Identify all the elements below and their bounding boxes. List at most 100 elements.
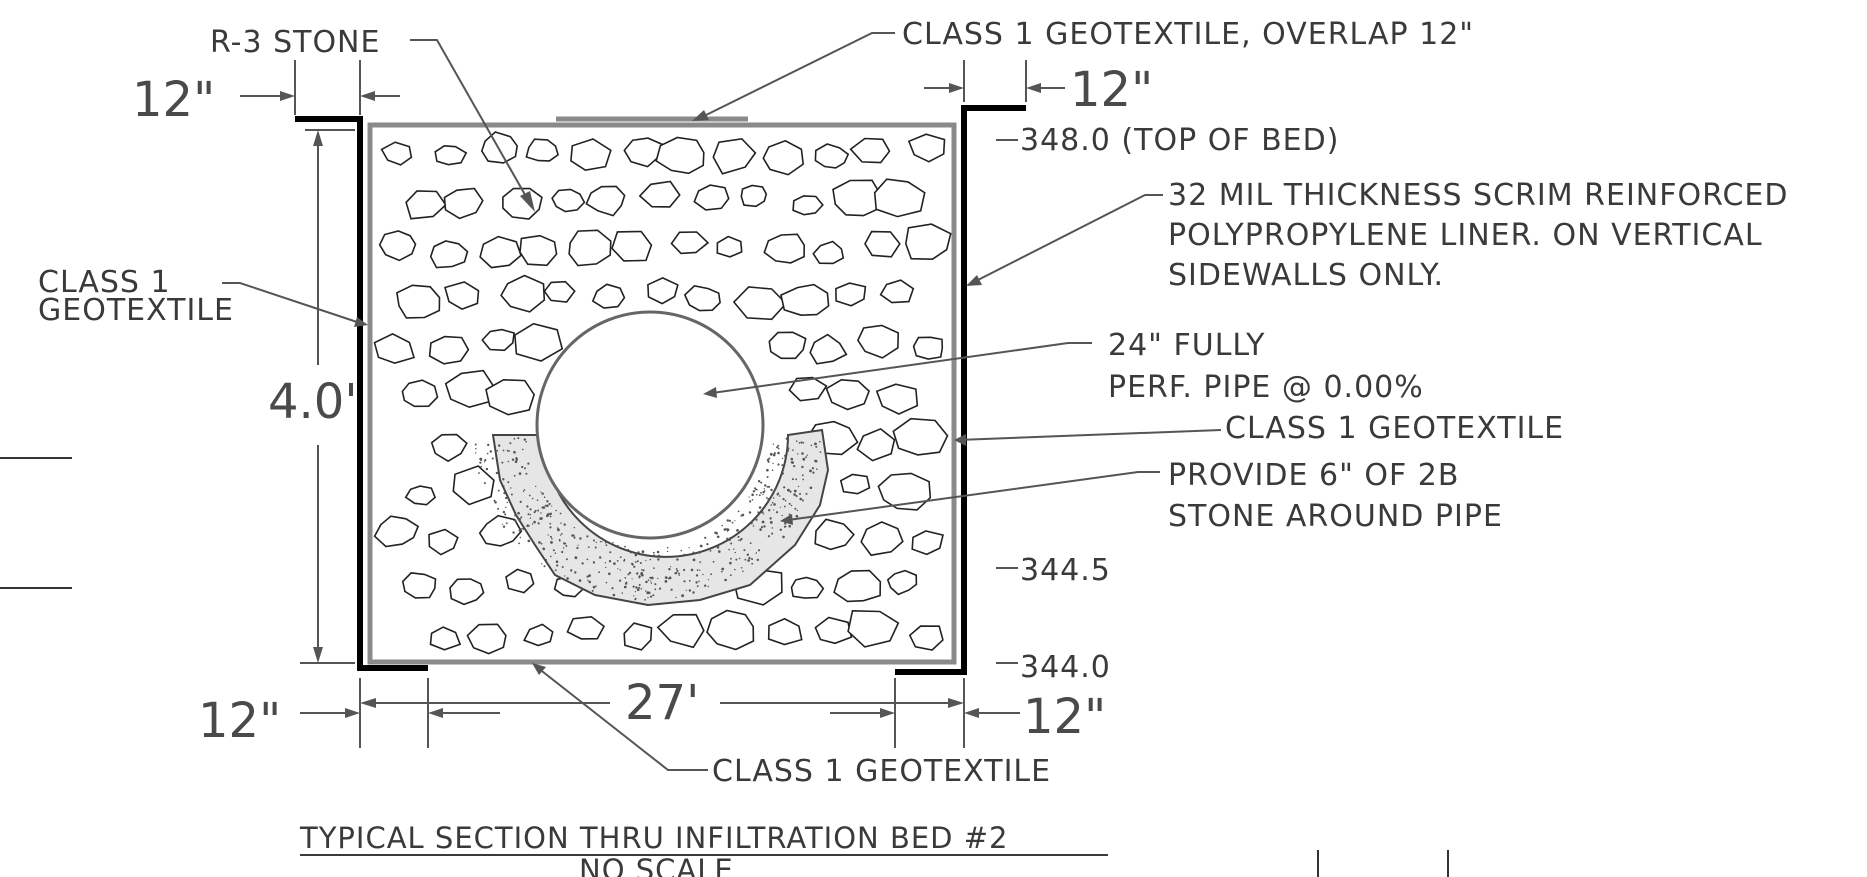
stone-speck xyxy=(767,485,771,488)
stone-speck xyxy=(541,563,543,565)
stone-speck xyxy=(737,539,740,541)
stone-speck xyxy=(518,472,522,475)
stone-speck xyxy=(515,457,517,460)
stone xyxy=(873,178,926,218)
stone-speck xyxy=(549,526,552,529)
stone-speck xyxy=(751,493,754,497)
dim-bottom-left: 12" xyxy=(198,693,281,749)
stone-speck xyxy=(487,443,490,447)
stone-speck xyxy=(591,589,594,592)
stone-speck xyxy=(510,493,513,496)
stone xyxy=(904,223,952,261)
stone xyxy=(647,277,679,305)
stone-speck xyxy=(728,539,731,542)
stone xyxy=(670,231,710,255)
label-stone-line-1: PROVIDE 6" OF 2B xyxy=(1168,458,1459,493)
stone-speck xyxy=(494,501,497,504)
stone-speck xyxy=(623,585,627,589)
stone-speck xyxy=(740,514,743,517)
stone-speck xyxy=(550,535,552,538)
stone-speck xyxy=(475,452,477,454)
stone-speck xyxy=(550,541,553,544)
stone-speck xyxy=(523,438,526,441)
stone-speck xyxy=(624,582,628,585)
stone xyxy=(466,623,507,655)
stone-speck xyxy=(786,447,790,450)
stone-speck xyxy=(738,557,741,560)
stone-speck xyxy=(630,552,632,554)
stone-speck xyxy=(801,452,804,455)
stone-speck xyxy=(743,549,746,552)
stone-speck xyxy=(636,560,639,563)
stone xyxy=(716,235,743,258)
stone-speck xyxy=(768,509,771,512)
stone-speck xyxy=(698,550,701,554)
stone-speck xyxy=(652,554,656,557)
stone-speck xyxy=(538,541,541,544)
stone-speck xyxy=(726,519,729,522)
stone-speck xyxy=(751,558,753,561)
stone xyxy=(638,180,681,208)
stone-speck xyxy=(594,546,597,549)
stone-speck xyxy=(501,523,504,525)
stone-speck xyxy=(479,457,483,461)
stone-speck xyxy=(656,550,660,554)
stone-speck xyxy=(742,570,744,573)
stone-speck xyxy=(573,526,576,529)
stone-speck xyxy=(728,548,730,551)
stone xyxy=(500,274,546,313)
stone-speck xyxy=(754,487,756,490)
stone-speck xyxy=(628,571,632,575)
stone-speck xyxy=(546,504,549,508)
stone-speck xyxy=(624,577,627,579)
stone-speck xyxy=(566,577,569,580)
stone-speck xyxy=(652,594,655,597)
stone-speck xyxy=(529,513,532,516)
stone-speck xyxy=(634,591,637,593)
stone-speck xyxy=(557,528,560,532)
stone-speck xyxy=(815,445,818,448)
stone-speck xyxy=(676,569,679,572)
stone-speck xyxy=(667,578,670,580)
stone xyxy=(849,137,891,164)
stone-speck xyxy=(586,558,589,561)
stone xyxy=(908,625,944,651)
stone-speck xyxy=(707,579,710,581)
stone-speck xyxy=(750,522,753,525)
stone-speck xyxy=(489,450,492,453)
label-r3-stone: R-3 STONE xyxy=(210,25,380,60)
stone-speck xyxy=(664,580,668,583)
stone-speck xyxy=(720,570,723,573)
dim-width: 27' xyxy=(625,675,699,731)
stone-speck xyxy=(503,485,505,487)
stone-speck xyxy=(688,579,691,582)
stone-speck xyxy=(696,569,699,571)
stone-speck xyxy=(623,559,626,562)
stone-speck xyxy=(514,460,518,464)
stone-speck xyxy=(798,442,801,444)
stone-speck xyxy=(809,486,813,490)
stone xyxy=(892,417,949,456)
stone-speck xyxy=(634,553,638,557)
stone-speck xyxy=(522,490,525,492)
stone-speck xyxy=(801,465,804,469)
stone xyxy=(428,528,459,556)
stone-speck xyxy=(695,574,699,577)
stone-speck xyxy=(508,450,510,452)
stone-speck xyxy=(555,560,559,563)
stone-speck xyxy=(770,504,772,506)
stone-speck xyxy=(642,569,645,572)
stone-speck xyxy=(761,511,764,514)
stone-speck xyxy=(657,577,659,580)
stone-speck xyxy=(497,507,500,510)
stone-speck xyxy=(522,448,524,451)
stone-speck xyxy=(752,490,756,493)
stone xyxy=(780,283,830,317)
stone xyxy=(404,485,437,506)
stone-speck xyxy=(790,504,793,507)
stone-speck xyxy=(592,561,596,564)
stone-speck xyxy=(527,539,531,543)
stone-speck xyxy=(502,510,506,514)
stone xyxy=(788,376,828,402)
